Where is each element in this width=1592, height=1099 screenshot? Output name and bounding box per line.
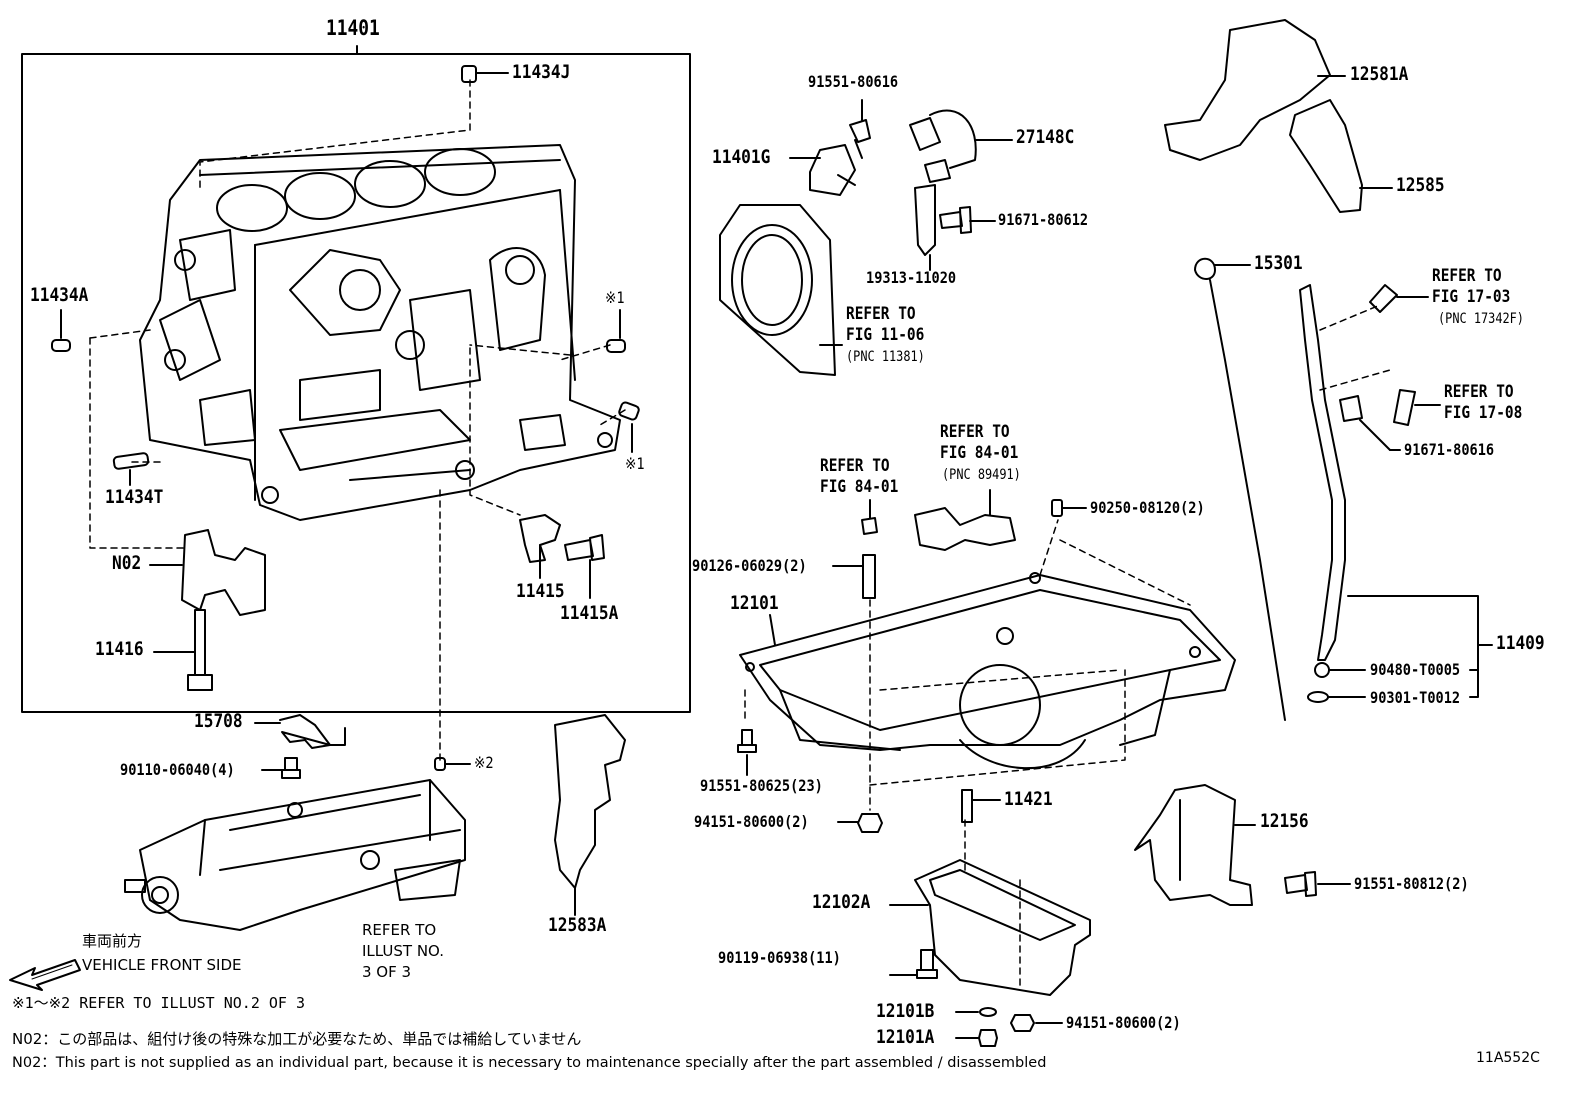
baffle-12156 [1134,784,1253,906]
label-15708: 15708 [194,710,243,732]
label-11401: 11401 [326,16,380,40]
bolt-84-01 [861,517,878,535]
label-27148c: 27148C [1016,126,1075,148]
label-11421: 11421 [1004,788,1053,810]
sensor-bracket-15708 [279,714,346,749]
o-ring-90301 [1307,691,1329,703]
label-11416: 11416 [95,638,144,660]
label-90480: 90480-T0005 [1370,660,1461,679]
stud-90250 [1051,499,1063,517]
bolt-91671-80612 [939,206,972,234]
label-12585: 12585 [1396,174,1445,196]
label-91551-80616: 91551-80616 [808,72,899,91]
label-90301: 90301-T0012 [1370,688,1461,707]
bolt-90110 [281,757,301,779]
label-90250: 90250-08120(2) [1090,498,1205,517]
label-11434j: 11434J [512,61,571,83]
label-n02: N02 [112,552,142,574]
label-12581a: 12581A [1350,63,1409,85]
dipstick-guide-11409 [1299,284,1346,661]
label-mark1-upper: ※1 [605,288,625,307]
ref-fig-11-06: REFER TO FIG 11-06 [846,304,925,345]
label-94151-pan2: 94151-80600(2) [1066,1013,1181,1032]
guide-tube-lower [1393,389,1416,426]
plate-12583a [554,714,626,889]
oil-pan-no2 [914,859,1091,996]
bearing-cap-n02 [181,529,266,616]
mark-reference-note: ※1～※2 REFER TO ILLUST NO.2 OF 3 [12,994,305,1012]
harness-connector [914,507,1016,551]
ref-fig-84-01-a: REFER TO FIG 84-01 [820,456,899,497]
illustration-code: 11A552C [1476,1050,1540,1066]
clamp-27148c [909,109,977,183]
label-94151-pan: 94151-80600(2) [694,812,809,831]
oil-seal-retainer [719,204,836,376]
front-direction-arrow [9,959,81,991]
label-11415: 11415 [516,580,565,602]
ref-fig-84-01-b-pnc: (PNC 89491) [942,467,1021,483]
dipstick-15301 [1194,257,1286,721]
plug-12101a [978,1029,998,1047]
ref-fig-17-03: REFER TO FIG 17-03 [1432,266,1511,307]
ref-fig-84-01-b: REFER TO FIG 84-01 [940,422,1019,463]
label-90126: 90126-06029(2) [692,556,807,575]
o-ring-90480 [1314,662,1330,678]
bolt-91551-80616 [849,119,871,159]
label-12101: 12101 [730,592,779,614]
nut-94151-pan [857,813,883,833]
label-91671-80616: 91671-80616 [1404,440,1495,459]
lower-crankcase-assembly [124,779,466,931]
bolt-91551-80812 [1284,871,1317,897]
n02-note-en: N02：This part is not supplied as an indi… [12,1055,1047,1071]
ref-fig-11-06-pnc: (PNC 11381) [846,349,925,365]
oil-pan-12101 [739,572,1236,770]
label-11401g: 11401G [712,146,771,168]
sensor-11401g [809,144,856,196]
bracket-19313 [914,184,936,256]
label-91551-80812: 91551-80812(2) [1354,874,1469,893]
nozzle-bolt-11415a [564,534,605,561]
label-12101b: 12101B [876,1000,935,1022]
guide-tube-upper [1369,284,1398,313]
label-90119: 90119-06938(11) [718,948,841,967]
front-label-en: VEHICLE FRONT SIDE [82,956,242,974]
label-15301: 15301 [1254,252,1303,274]
nut-94151-pan2 [1010,1014,1035,1032]
label-90110: 90110-06040(4) [120,760,235,779]
pin-mark1-lower [618,401,640,421]
bolt-91671-80616 [1339,395,1363,422]
insulator-12581a [1164,19,1331,161]
ref-fig-17-08: REFER TO FIG 17-08 [1444,382,1523,423]
label-11434a: 11434A [30,284,89,306]
label-91671-80612: 91671-80612 [998,210,1089,229]
label-12156: 12156 [1260,810,1309,832]
label-11434t: 11434T [105,486,164,508]
n02-note-jp: N02：この部品は、組付け後の特殊な加工が必要なため、単品では補給していません [12,1030,582,1048]
pin-11434a [51,339,71,352]
cap-bolt-11416 [187,609,213,691]
label-12102a: 12102A [812,891,871,913]
pin-mark1-upper [606,339,626,353]
insulator-12585 [1289,99,1363,213]
plug-11434j [461,65,477,83]
bolt-90119 [916,949,938,979]
cylinder-block [139,144,621,521]
pin-11434t [112,452,150,470]
bolt-91551-80625 [737,729,757,753]
stud-90126 [862,554,876,599]
ref-fig-17-03-pnc: (PNC 17342F) [1438,311,1524,327]
label-91551-80625: 91551-80625(23) [700,776,823,795]
label-mark1-lower: ※1 [625,454,645,473]
label-11415a: 11415A [560,602,619,624]
stud-11421 [961,789,973,823]
label-12101a: 12101A [876,1026,935,1048]
label-12583a: 12583A [548,914,607,936]
label-19313-11020: 19313-11020 [866,268,957,287]
gasket-12101b [979,1007,997,1017]
front-label-jp: 車両前方 [82,932,143,950]
label-11409: 11409 [1496,632,1545,654]
ref-illust: REFER TO ILLUST NO. 3 OF 3 [362,921,445,981]
label-mark2: ※2 [474,753,494,772]
